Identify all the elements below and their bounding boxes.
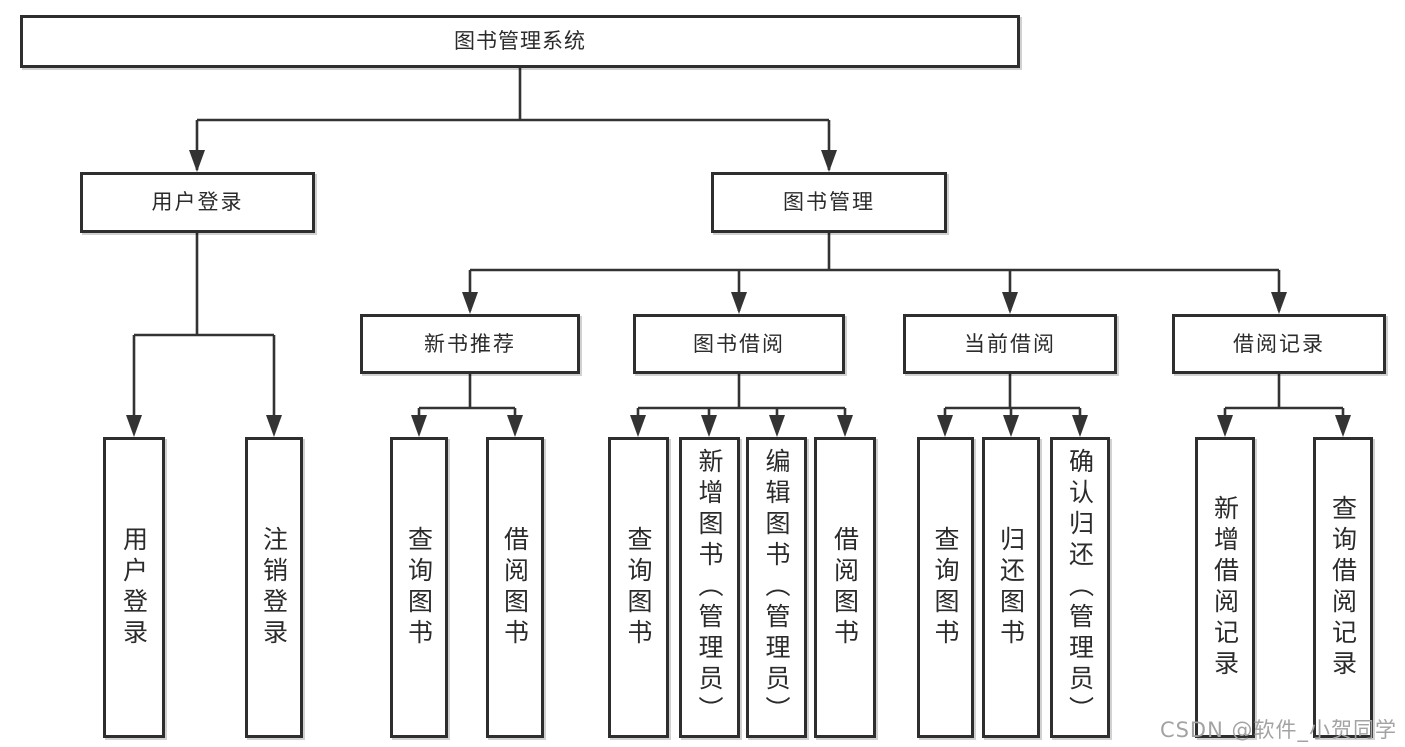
arrowhead-down-icon bbox=[837, 415, 853, 437]
arrowhead-down-icon bbox=[1072, 415, 1088, 437]
leaf-user-login: 用户登录 bbox=[103, 437, 165, 738]
arrowhead-down-icon bbox=[821, 150, 837, 172]
arrowhead-down-icon bbox=[1003, 415, 1019, 437]
arrowhead-down-icon bbox=[937, 415, 953, 437]
arrowhead-down-icon bbox=[507, 415, 523, 437]
arrowhead-down-icon bbox=[411, 415, 427, 437]
leaf-borrow-books: 借阅图书 bbox=[814, 437, 876, 738]
node-book-management: 图书管理 bbox=[711, 172, 947, 233]
leaf-add-books-admin: 新增图书（管理员） bbox=[679, 437, 740, 738]
arrowhead-down-icon bbox=[266, 415, 282, 437]
leaf-confirm-return-admin: 确认归还（管理员） bbox=[1050, 437, 1110, 738]
node-current-borrowing: 当前借阅 bbox=[903, 314, 1117, 374]
node-book-borrowing: 图书借阅 bbox=[633, 314, 845, 374]
arrowhead-down-icon bbox=[1217, 415, 1233, 437]
arrowhead-down-icon bbox=[769, 415, 785, 437]
leaf-logout: 注销登录 bbox=[245, 437, 303, 738]
leaf-query-books-current: 查询图书 bbox=[917, 437, 974, 738]
node-new-book-recommendation: 新书推荐 bbox=[360, 314, 580, 374]
arrowhead-down-icon bbox=[462, 292, 478, 314]
arrowhead-down-icon bbox=[630, 415, 646, 437]
arrowhead-down-icon bbox=[1271, 292, 1287, 314]
arrowhead-down-icon bbox=[731, 292, 747, 314]
leaf-borrow-books-recommend: 借阅图书 bbox=[486, 437, 544, 738]
tree-edges bbox=[132, 67, 1345, 433]
node-library-management-system: 图书管理系统 bbox=[20, 15, 1020, 68]
arrowhead-down-icon bbox=[1002, 292, 1018, 314]
leaf-add-borrow-record: 新增借阅记录 bbox=[1195, 437, 1255, 738]
csdn-watermark: CSDN @软件_小贺同学 bbox=[1159, 718, 1397, 742]
leaf-query-books-borrowing: 查询图书 bbox=[608, 437, 669, 738]
leaf-edit-books-admin: 编辑图书（管理员） bbox=[746, 437, 807, 738]
arrowhead-down-icon bbox=[126, 415, 142, 437]
leaf-query-books-recommend: 查询图书 bbox=[390, 437, 448, 738]
leaf-return-books: 归还图书 bbox=[982, 437, 1040, 738]
arrowhead-down-icon bbox=[1335, 415, 1351, 437]
arrowhead-down-icon bbox=[701, 415, 717, 437]
leaf-query-borrow-record: 查询借阅记录 bbox=[1313, 437, 1373, 738]
node-borrowing-records: 借阅记录 bbox=[1172, 314, 1386, 374]
node-user-login: 用户登录 bbox=[80, 172, 315, 233]
arrowhead-down-icon bbox=[189, 150, 205, 172]
